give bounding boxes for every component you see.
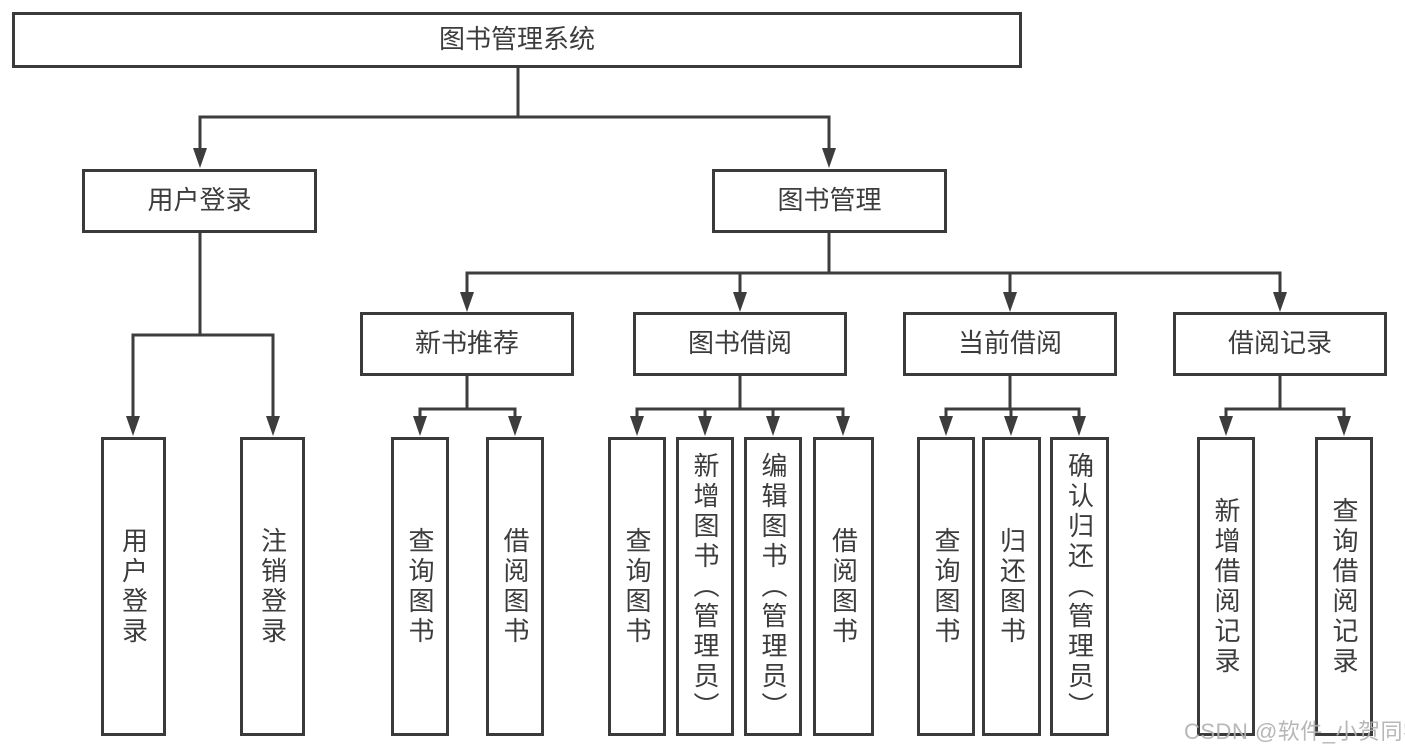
leaf-user-login: 用户登录 bbox=[101, 437, 166, 736]
leaf-edit-book-admin-label: 编辑图书（管理员） bbox=[758, 451, 788, 722]
leaf-borrow-book-1-label: 借阅图书 bbox=[500, 526, 530, 647]
leaf-borrow-book-2-label: 借阅图书 bbox=[828, 526, 859, 647]
leaf-borrow-book-2: 借阅图书 bbox=[813, 437, 874, 736]
node-borrow-record: 借阅记录 bbox=[1173, 312, 1387, 376]
node-root: 图书管理系统 bbox=[12, 12, 1022, 68]
leaf-query-book-3-label: 查询图书 bbox=[931, 526, 961, 647]
leaf-query-book-3: 查询图书 bbox=[917, 437, 975, 736]
leaf-add-borrow-record-label: 新增借阅记录 bbox=[1211, 496, 1241, 677]
node-user-login-label: 用户登录 bbox=[147, 185, 252, 216]
node-book-management: 图书管理 bbox=[712, 169, 947, 233]
leaf-return-book-label: 归还图书 bbox=[996, 526, 1027, 647]
node-current-borrow: 当前借阅 bbox=[903, 312, 1117, 376]
leaf-query-borrow-record-label: 查询借阅记录 bbox=[1329, 496, 1359, 677]
node-user-login: 用户登录 bbox=[82, 169, 317, 233]
leaf-edit-book-admin: 编辑图书（管理员） bbox=[744, 437, 802, 736]
leaf-query-book-2-label: 查询图书 bbox=[622, 526, 652, 647]
node-book-management-label: 图书管理 bbox=[777, 185, 882, 216]
leaf-borrow-book-1: 借阅图书 bbox=[486, 437, 544, 736]
leaf-confirm-return-admin-label: 确认归还（管理员） bbox=[1064, 451, 1095, 722]
leaf-add-book-admin: 新增图书（管理员） bbox=[676, 437, 734, 736]
leaf-query-book-2: 查询图书 bbox=[608, 437, 666, 736]
leaf-add-book-admin-label: 新增图书（管理员） bbox=[690, 451, 720, 722]
node-new-book-recommend-label: 新书推荐 bbox=[414, 328, 519, 359]
csdn-watermark: CSDN @软件_小贺同学 bbox=[1184, 719, 1405, 744]
leaf-confirm-return-admin: 确认归还（管理员） bbox=[1050, 437, 1109, 736]
leaf-query-borrow-record: 查询借阅记录 bbox=[1315, 437, 1373, 736]
node-borrow-record-label: 借阅记录 bbox=[1227, 328, 1332, 359]
leaf-user-login-label: 用户登录 bbox=[118, 526, 149, 647]
node-book-borrow: 图书借阅 bbox=[633, 312, 847, 376]
leaf-logout-label: 注销登录 bbox=[257, 526, 288, 647]
leaf-add-borrow-record: 新增借阅记录 bbox=[1197, 437, 1255, 736]
leaf-query-book-1-label: 查询图书 bbox=[405, 526, 435, 647]
node-book-borrow-label: 图书借阅 bbox=[687, 328, 792, 359]
node-current-borrow-label: 当前借阅 bbox=[957, 328, 1062, 359]
node-root-label: 图书管理系统 bbox=[438, 24, 595, 55]
leaf-logout: 注销登录 bbox=[240, 437, 305, 736]
leaf-return-book: 归还图书 bbox=[982, 437, 1041, 736]
leaf-query-book-1: 查询图书 bbox=[391, 437, 449, 736]
node-new-book-recommend: 新书推荐 bbox=[360, 312, 574, 376]
